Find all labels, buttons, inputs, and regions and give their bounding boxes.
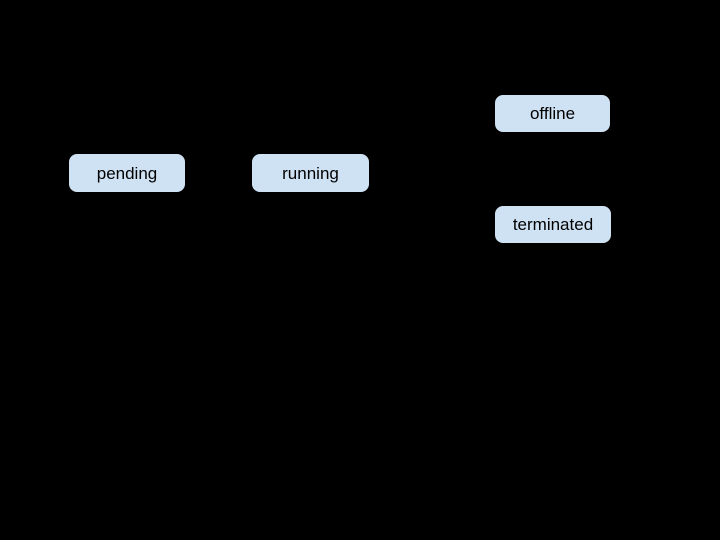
state-node-terminated-label: terminated [512,215,594,234]
state-node-pending-label: pending [96,163,158,183]
state-node-running-label: running [282,163,339,183]
state-node-terminated: terminated [495,206,611,243]
state-node-running: running [252,154,369,192]
state-node-offline-label: offline [529,104,576,123]
state-node-offline: offline [495,95,610,132]
state-node-pending: pending [69,154,185,192]
